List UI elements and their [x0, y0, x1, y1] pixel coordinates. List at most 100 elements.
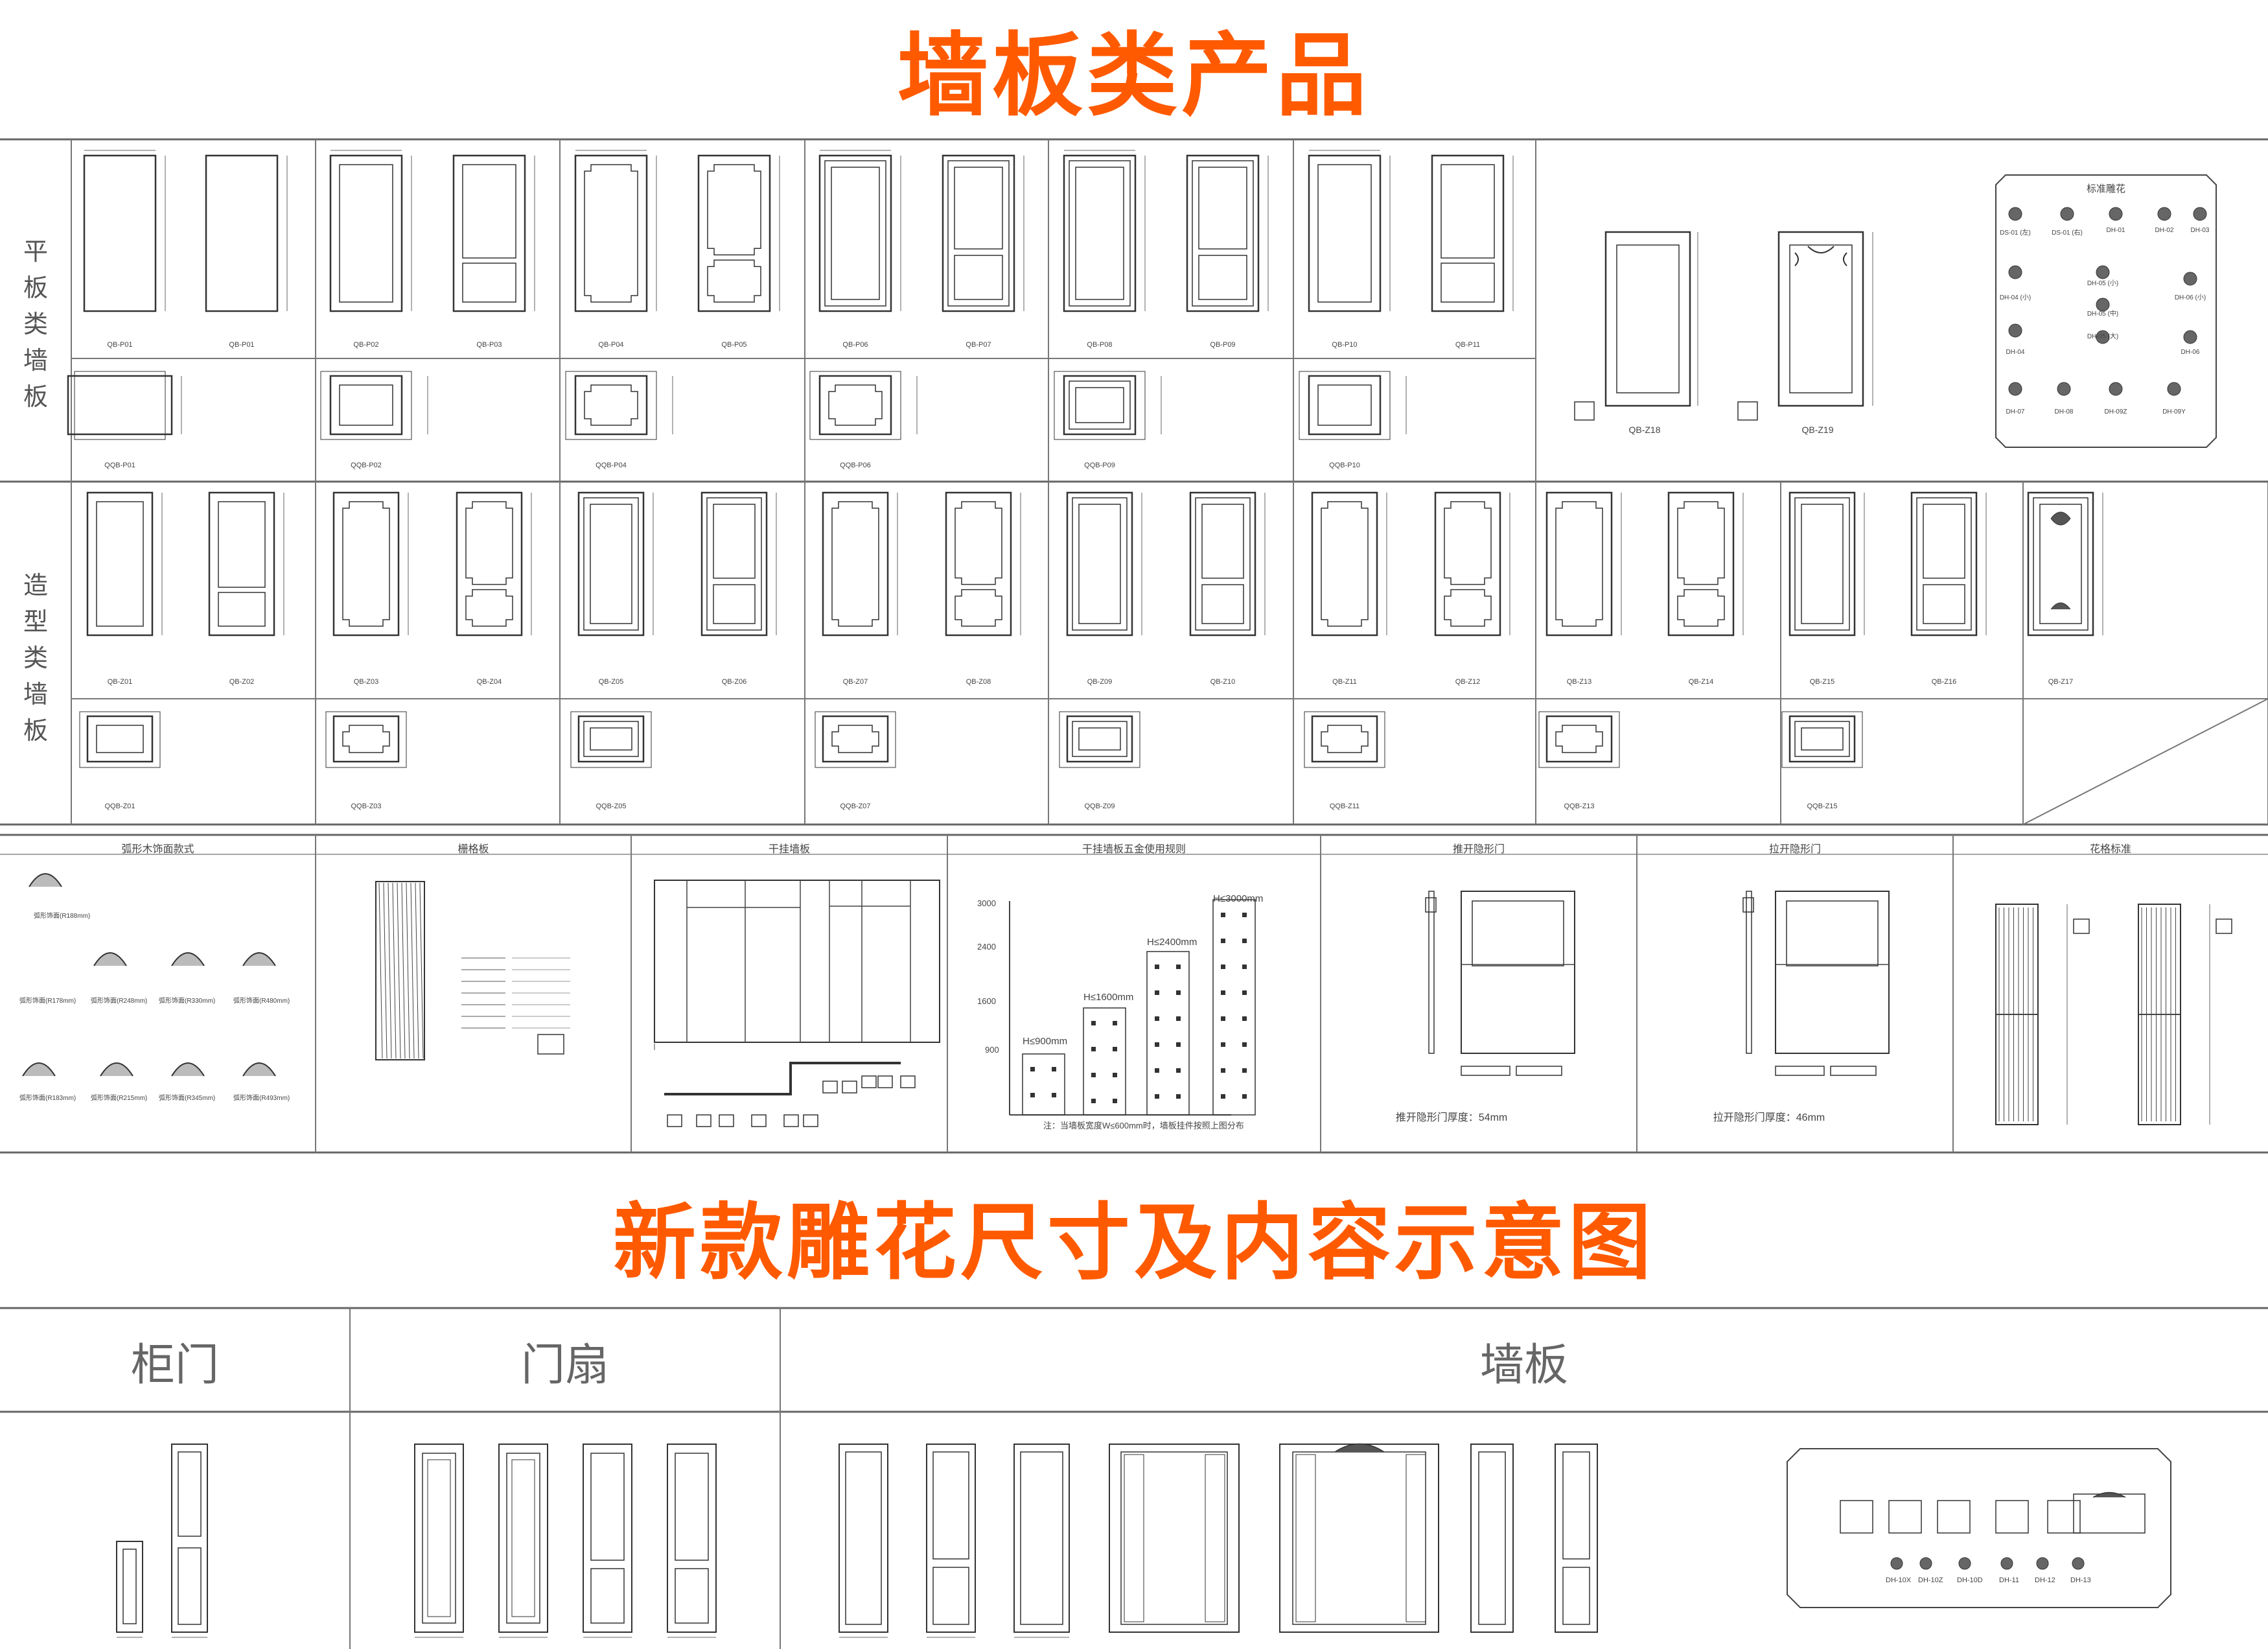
arc-profile-icon — [22, 1062, 56, 1077]
standard-carving-title: 标准雕花 — [2086, 183, 2125, 194]
hardware-clip — [1242, 939, 1247, 943]
panel-inset — [828, 384, 883, 426]
hardware-clip — [1221, 1094, 1225, 1099]
y-tick: 900 — [985, 1045, 999, 1055]
hardware-clip — [1091, 1047, 1096, 1051]
door-leaf-inset — [675, 1453, 709, 1561]
shaped-panel — [1788, 491, 1856, 637]
carving-label: DS-01 (右) — [2052, 229, 2083, 237]
grille-slat — [415, 882, 419, 1059]
cabinet-inset — [122, 1549, 137, 1624]
panel-inset — [465, 589, 513, 627]
category-door-leaf: 门扇 — [520, 1340, 609, 1391]
feature-panel-inset — [1616, 244, 1680, 393]
hardware-clip — [1221, 965, 1225, 969]
carving-sample — [2047, 1500, 2081, 1534]
panel-frame — [565, 371, 657, 440]
panel-inset — [1794, 721, 1850, 757]
carving-sample — [2073, 1493, 2146, 1534]
panel-inset — [1069, 380, 1131, 430]
flat-panel — [83, 154, 157, 312]
section-title-lattice: 花格标准 — [2089, 844, 2131, 855]
flat-panel — [1186, 154, 1260, 312]
panel-inset — [1201, 504, 1244, 579]
shaped-panel-short — [1788, 715, 1856, 763]
door-handle — [1425, 897, 1437, 913]
carving-glyph — [2057, 382, 2071, 396]
hardware-detail — [803, 1114, 818, 1127]
panel-frame — [1059, 711, 1140, 768]
carving-label: DH-05 (中) — [2087, 310, 2119, 318]
bar-label: H≤2400mm — [1147, 937, 1198, 948]
panel-frame — [809, 371, 901, 440]
carving-glyph — [2096, 298, 2110, 312]
shaped-panel-short — [332, 715, 400, 763]
panel-inset — [1555, 725, 1603, 753]
door-leaf-inset — [506, 1453, 540, 1624]
hardware-clip — [1242, 913, 1247, 917]
carving-label: DH-09Z — [2104, 408, 2127, 415]
panel-inset — [1441, 164, 1495, 259]
detail-box — [1737, 401, 1758, 421]
carving-glyph — [2008, 265, 2022, 279]
door-profile — [1428, 891, 1435, 1054]
cabinet-inset — [178, 1547, 202, 1625]
carving-glyph — [1890, 1557, 1903, 1570]
section-title-arc: 弧形木饰面款式 — [121, 844, 194, 855]
panel-frame — [1054, 371, 1146, 440]
carving-glyph — [2008, 207, 2022, 221]
panel-inset — [590, 727, 632, 751]
shaped-panel — [1434, 491, 1501, 637]
shaped-panel — [945, 491, 1012, 637]
hardware-detail — [877, 1075, 893, 1088]
wall-panel-inset — [1124, 1454, 1144, 1622]
carving-glyph — [2096, 265, 2110, 279]
base-profile — [664, 1062, 901, 1095]
panel-frame — [815, 711, 896, 768]
panel-inset — [339, 384, 393, 426]
door-leaf — [414, 1444, 464, 1633]
panel-label: QQB-P06 — [840, 462, 871, 469]
grille-slat — [392, 882, 397, 1059]
carving-ornament — [2050, 511, 2071, 610]
panel-frame — [1299, 371, 1391, 440]
lattice-detail — [2216, 918, 2232, 934]
shaped-panel — [332, 491, 400, 637]
wall-panel-inset — [1562, 1451, 1590, 1560]
carving-glyph — [2183, 330, 2197, 344]
hardware-clip — [1242, 1016, 1247, 1021]
arc-note: 弧形饰面(R248mm) — [91, 998, 148, 1005]
detail-box — [537, 1034, 564, 1055]
flat-panel — [1063, 154, 1137, 312]
door-leaf-inset — [590, 1453, 625, 1561]
detail-box — [1574, 401, 1595, 421]
panel-frame — [320, 371, 412, 440]
hardware-clip — [1176, 1016, 1181, 1021]
panel-inset — [342, 501, 390, 627]
carving-label: DH-03 — [2190, 227, 2210, 234]
hardware-detail — [719, 1114, 734, 1127]
hardware-clip — [1113, 1073, 1117, 1077]
panel-inset — [1075, 387, 1124, 423]
panel-label: QB-Z03 — [353, 678, 379, 686]
hardware-note: 注：当墙板宽度W≤600mm时，墙板挂件按照上图分布 — [1043, 1121, 1244, 1130]
panel-label: QQB-P04 — [596, 462, 627, 469]
panel-label: QB-P06 — [842, 341, 868, 349]
panel-label: QB-P03 — [476, 341, 502, 349]
carving-label: DH-09Y — [2162, 408, 2186, 415]
panel-inset — [947, 160, 1010, 307]
door-panel — [1786, 900, 1879, 966]
wall-panel-inset — [1562, 1567, 1590, 1625]
hardware-clip — [1155, 1094, 1159, 1099]
main-title: 墙板类产品 — [897, 23, 1371, 129]
carving-glyph — [2008, 323, 2022, 338]
panel-label: QB-P02 — [353, 341, 379, 349]
panel-inset — [462, 263, 516, 303]
panel-inset — [465, 501, 513, 585]
arc-note: 弧形饰面(R330mm) — [159, 998, 216, 1005]
carving-glyph — [2193, 207, 2207, 221]
hardware-clip — [1176, 1094, 1181, 1099]
panel-label: QB-P07 — [966, 341, 991, 349]
panel-label: QQB-Z01 — [104, 802, 135, 810]
